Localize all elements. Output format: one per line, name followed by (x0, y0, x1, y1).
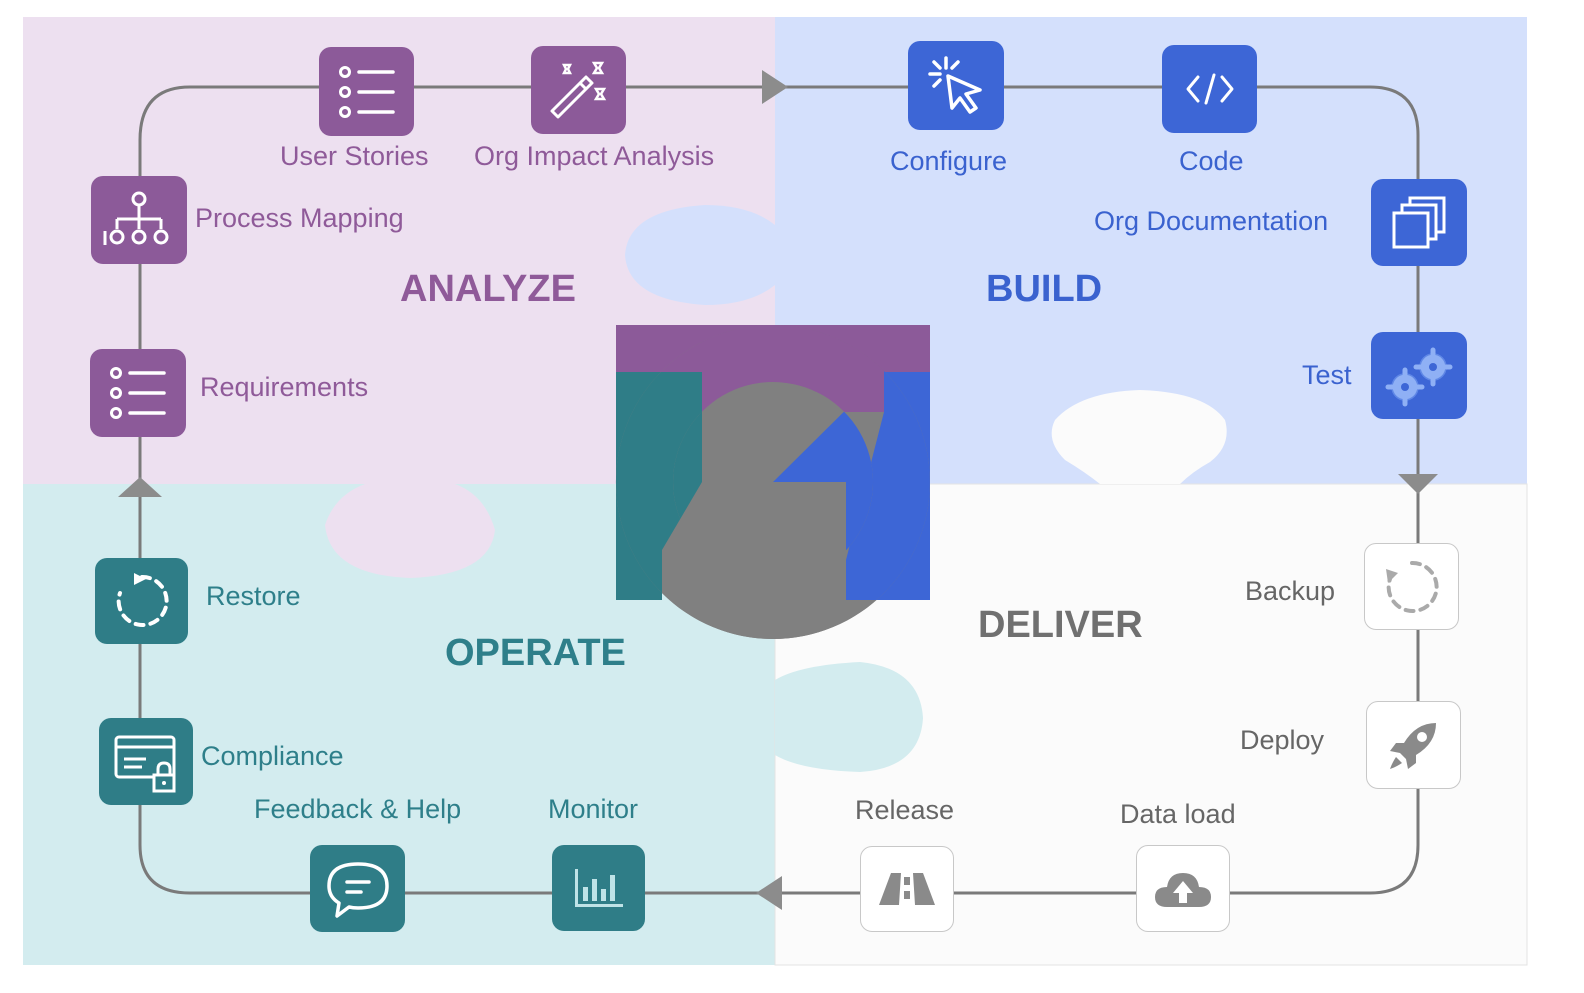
backup-tile (1364, 543, 1459, 630)
deploy-tile (1366, 701, 1461, 789)
card-lock-icon (114, 735, 176, 792)
data-load-label: Data load (1120, 799, 1236, 829)
arrow-left (756, 876, 782, 910)
arrow-right (762, 70, 788, 104)
chat-bubble-icon (326, 861, 389, 918)
checklist-icon (338, 65, 395, 118)
code-label: Code (1179, 146, 1244, 176)
test-tile (1371, 332, 1467, 419)
requirements-label: Requirements (200, 372, 369, 402)
org-impact-analysis-tile (531, 46, 626, 134)
code-tile (1162, 45, 1257, 133)
release-tile (860, 846, 954, 932)
cursor-click-icon (928, 55, 982, 114)
build-title: BUILD (986, 268, 1103, 310)
user-stories-tile (319, 47, 414, 136)
org-documentation-tile (1371, 179, 1467, 266)
road-icon (879, 873, 935, 905)
dashed-refresh-icon (1385, 560, 1439, 613)
restore-label: Restore (206, 581, 301, 611)
data-load-tile (1136, 845, 1230, 932)
ring-segment-analyze-top (640, 325, 884, 412)
configure-label: Configure (890, 146, 1008, 176)
analyze-tab-into-operate (325, 484, 495, 578)
operate-tab-into-deliver (775, 662, 923, 772)
compliance-tile (99, 718, 193, 805)
arrow-down (1398, 474, 1438, 494)
restore-tile (95, 558, 188, 644)
monitor-label: Monitor (548, 794, 639, 824)
test-label: Test (1302, 360, 1352, 390)
monitor-tile (552, 845, 645, 931)
backup-label: Backup (1245, 576, 1336, 606)
cycle-path (138, 85, 1420, 895)
stacked-pages-icon (1392, 196, 1446, 248)
magic-wand-icon (550, 61, 606, 119)
deliver-title: DELIVER (978, 604, 1143, 646)
gears-icon (1385, 347, 1453, 406)
deploy-label: Deploy (1240, 725, 1325, 755)
analyze-title: ANALYZE (400, 268, 576, 310)
rocket-icon (1389, 723, 1436, 769)
code-icon (1186, 73, 1233, 105)
build-tab-into-analyze (625, 205, 775, 305)
requirements-tile (90, 349, 186, 437)
compliance-label: Compliance (201, 741, 344, 771)
release-label: Release (855, 795, 955, 825)
checklist-icon (110, 367, 166, 419)
user-stories-label: User Stories (280, 141, 429, 171)
feedback-help-label: Feedback & Help (254, 794, 462, 824)
configure-tile (908, 41, 1004, 130)
org-documentation-label: Org Documentation (1094, 206, 1329, 236)
deliver-tab-into-build (1051, 390, 1227, 484)
arrow-up (118, 477, 162, 497)
process-mapping-label: Process Mapping (195, 203, 404, 233)
operate-title: OPERATE (445, 632, 626, 674)
org-impact-analysis-label: Org Impact Analysis (474, 141, 715, 171)
org-chart-icon (103, 191, 169, 245)
feedback-help-tile (310, 845, 405, 932)
process-mapping-tile (91, 176, 187, 264)
cloud-upload-icon (1155, 872, 1211, 907)
dashed-refresh-icon (116, 573, 169, 627)
bar-chart-icon (574, 869, 623, 907)
